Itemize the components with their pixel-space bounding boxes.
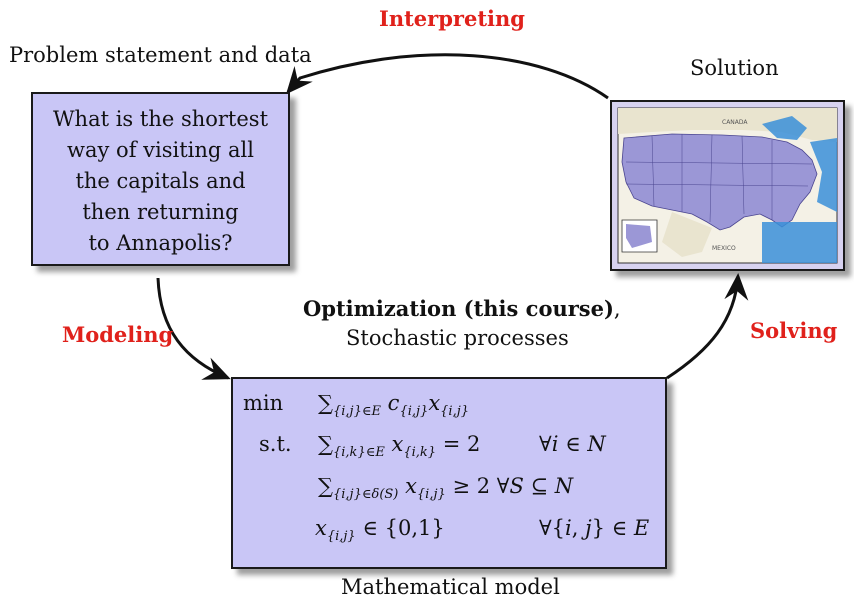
us-map-image: CANADA MEXICO <box>617 107 838 264</box>
constraint-degree-forall: ∀i ∈ N <box>539 432 606 456</box>
problem-statement-label: Problem statement and data <box>9 43 312 67</box>
map-label-canada: CANADA <box>722 119 748 126</box>
model-st: s.t. <box>259 432 292 456</box>
constraint-degree: ∑{i,k}∈E x{i,k} = 2 <box>318 432 481 460</box>
solving-label: Solving <box>750 318 838 343</box>
problem-line: to Annapolis? <box>88 231 233 255</box>
mathematical-model-label: Mathematical model <box>341 575 560 599</box>
problem-box: What is the shortest way of visiting all… <box>31 92 290 266</box>
constraint-binary: x{i,j} ∈ {0,1} <box>315 516 445 544</box>
center-line-2: Stochastic processes <box>346 326 569 350</box>
modeling-arrow <box>156 277 231 380</box>
center-bold: Optimization (this course) <box>303 296 614 321</box>
center-line-1: Optimization (this course), <box>303 296 621 321</box>
problem-text: What is the shortest way of visiting all… <box>33 104 288 259</box>
center-comma: , <box>613 297 621 321</box>
constraint-binary-forall: ∀{i, j} ∈ E <box>539 516 650 540</box>
modeling-label: Modeling <box>62 322 174 347</box>
problem-line: What is the shortest <box>52 107 269 131</box>
solving-arrow <box>666 273 749 380</box>
interpreting-label: Interpreting <box>379 6 525 31</box>
model-min: min <box>243 391 284 415</box>
solution-label: Solution <box>690 56 779 80</box>
objective: ∑{i,j}∈E c{i,j}x{i,j} <box>318 391 470 419</box>
solution-map: CANADA MEXICO <box>610 100 845 271</box>
problem-line: then returning <box>82 200 239 224</box>
model-box: min s.t. ∑{i,j}∈E c{i,j}x{i,j} ∑{i,k}∈E … <box>231 377 667 569</box>
interpreting-arrow <box>286 53 609 100</box>
map-label-mexico: MEXICO <box>712 245 736 252</box>
constraint-subtour: ∑{i,j}∈δ(S) x{i,j} ≥ 2 ∀S ⊆ N <box>318 474 574 502</box>
problem-line: way of visiting all <box>67 138 254 162</box>
problem-line: the capitals and <box>75 169 246 193</box>
